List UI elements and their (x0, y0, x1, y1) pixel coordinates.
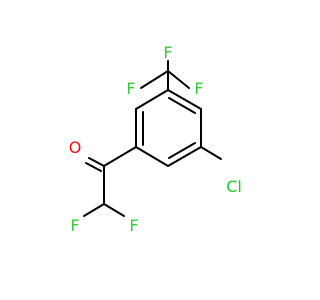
trifluoromethyl-group: F F F (126, 43, 203, 98)
atom-label-f-top-center: F (163, 43, 172, 62)
bond-ring-2 (135, 89, 169, 110)
bond-ring-5-inner (168, 142, 196, 159)
atom-label-f-top-left: F (126, 79, 135, 98)
atom-label-cl: Cl (226, 177, 242, 196)
atom-label-f-bottom-right: F (129, 216, 138, 235)
bond-c-f-left (140, 70, 169, 89)
chloro-substituent: Cl (200, 146, 242, 196)
bond-c-f-right (167, 70, 190, 89)
benzene-ring (135, 89, 202, 167)
atom-label-f-bottom-left: F (70, 216, 79, 235)
bond-ring-to-cl (200, 146, 222, 160)
difluoromethyl-group: F F (70, 165, 139, 235)
bond-ring-to-carbonyl (103, 146, 137, 167)
bond-c-o-1 (88, 157, 105, 167)
carbonyl-group: O (69, 138, 137, 172)
bond-ring-3 (167, 89, 202, 110)
bond-c-f-bottom-right (103, 203, 125, 217)
molecule-diagram: F F F Cl O F F (69, 43, 242, 235)
structure-canvas: F F F Cl O F F (69, 43, 242, 235)
bond-c-f-bottom-left (83, 203, 105, 217)
bond-ring-6 (135, 146, 169, 167)
atom-label-o: O (69, 138, 82, 157)
bond-c-o-2 (85, 162, 102, 172)
atom-label-f-top-right: F (194, 79, 203, 98)
bond-ring-5 (167, 146, 202, 167)
bond-ring-3-inner (168, 97, 196, 114)
